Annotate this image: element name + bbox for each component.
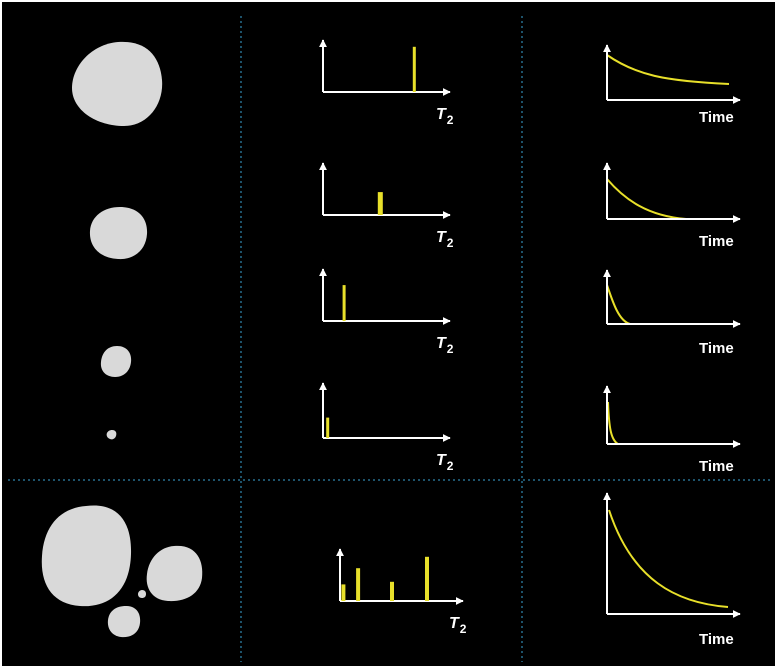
t2-peaks	[326, 417, 330, 438]
decay-column	[603, 44, 741, 618]
t2-peak-bar	[390, 581, 394, 601]
t2-peak-bar	[425, 556, 429, 601]
decay-curve	[607, 401, 619, 445]
grid-dividers	[8, 16, 770, 662]
decay-curve	[606, 284, 631, 325]
t2-symbol: T	[436, 335, 446, 352]
pore-medium-row2	[89, 207, 148, 260]
decay-plot-row2	[603, 162, 741, 223]
decay-curve	[606, 178, 687, 220]
decay-plot-row4	[603, 385, 741, 448]
decay-plot-row3	[603, 269, 741, 328]
t2-peaks	[341, 556, 429, 601]
time-label-row2: Time	[699, 233, 734, 250]
t2-label-row4: T2	[436, 452, 453, 473]
pore-small-row5	[107, 606, 141, 638]
t2-plot-row5	[336, 548, 464, 605]
t2-peaks	[377, 192, 383, 215]
t2-plot-row3	[319, 268, 451, 325]
t2-plot-row2	[319, 162, 451, 219]
pore-small-row3	[100, 346, 132, 377]
time-label-row1: Time	[699, 109, 734, 126]
t2-subscript: 2	[446, 113, 454, 127]
t2-peak-bar	[341, 584, 346, 601]
t2-peaks	[342, 285, 346, 321]
t2-column	[319, 39, 464, 605]
pore-tiny-row4	[106, 430, 117, 440]
decay-curve	[608, 509, 729, 608]
pore-large-row1	[72, 41, 163, 127]
t2-peak-bar	[412, 46, 416, 92]
t2-symbol: T	[436, 106, 446, 123]
t2-label-row2: T2	[436, 229, 453, 250]
pore-column	[41, 41, 203, 638]
pore-tiny-row5	[138, 590, 146, 598]
t2-subscript: 2	[446, 342, 454, 356]
decay-curve	[606, 54, 730, 85]
pore-large-row5	[41, 505, 132, 607]
t2-label-row5: T2	[449, 615, 466, 636]
t2-peak-bar	[326, 417, 330, 438]
pore-medium-row5	[146, 545, 203, 602]
t2-peaks	[412, 46, 416, 92]
t2-subscript: 2	[446, 236, 454, 250]
t2-plot-row4	[319, 382, 451, 442]
decay-plot-row1	[603, 44, 741, 104]
time-label-row5: Time	[699, 631, 734, 648]
t2-symbol: T	[436, 452, 446, 469]
t2-peak-bar	[342, 285, 346, 321]
t2-subscript: 2	[459, 622, 467, 636]
t2-peak-bar	[377, 192, 383, 215]
t2-symbol: T	[436, 229, 446, 246]
t2-label-row3: T2	[436, 335, 453, 356]
t2-subscript: 2	[446, 459, 454, 473]
t2-plot-row1	[319, 39, 451, 96]
t2-label-row1: T2	[436, 106, 453, 127]
t2-peak-bar	[356, 568, 361, 601]
time-label-row4: Time	[699, 458, 734, 475]
time-label-row3: Time	[699, 340, 734, 357]
t2-symbol: T	[449, 615, 459, 632]
decay-plot-row5	[603, 492, 741, 618]
